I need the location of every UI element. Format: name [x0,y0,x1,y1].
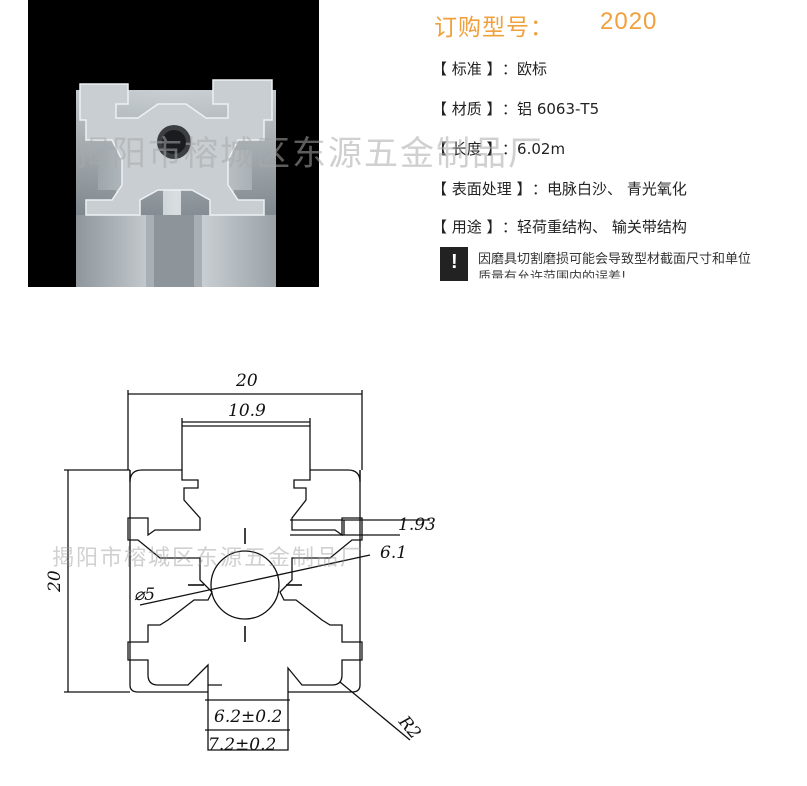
dim-radius: R2 [394,712,425,744]
product-photo [28,0,319,287]
dim-lip: 1.93 [398,515,436,535]
dim-bore: ⌀5 [134,585,155,605]
spec-row-length: 【 长度 】 ：6.02m [432,138,565,159]
note-line-2: 质量有允许范围内的误差! [478,270,627,285]
profile-cross-section: 20 10.9 20 1.93 6.1 ⌀5 6.2±0.2 7.2±0.2 R… [45,371,436,755]
spec-row-usage: 【 用途 】 ：轻荷重结构、 输关带结构 [432,216,687,237]
spec-label: 【 用途 】 [432,218,495,236]
cross-section-drawing: 20 10.9 20 1.93 6.1 ⌀5 6.2±0.2 7.2±0.2 R… [0,330,807,782]
spec-title: 订购型号： 2020 [434,8,656,42]
dim-slot-width: 10.9 [228,401,266,421]
spec-row-material: 【 材质 】 ：铝 6063-T5 [432,98,599,119]
tolerance-note: ! 因磨具切割磨损可能会导致型材截面尺寸和单位 质量有允许范围内的误差! [434,244,804,284]
dim-groove-inner: 6.2±0.2 [214,707,282,727]
spec-value: ：6.02m [502,140,566,158]
spec-label: 【 材质 】 [432,100,495,118]
spec-value: ：轻荷重结构、 输关带结构 [502,218,687,236]
spec-value: ：铝 6063-T5 [502,100,600,118]
spec-value: ：欧标 [502,60,548,78]
spec-row-standard: 【 标准 】 ：欧标 [432,58,547,79]
dim-overall-height: 20 [45,570,65,593]
spec-label: 【 长度 】 [432,140,495,158]
warning-icon: ! [440,247,468,281]
watermark-bottom: 揭阳市榕城区东源五金制品厂 [52,546,365,571]
dim-groove-outer: 7.2±0.2 [208,735,276,755]
watermark-top: 揭阳市榕城区东源五金制品厂 [76,134,544,174]
spec-title-label: 订购型号： [434,15,554,41]
spec-label: 【 标准 】 [432,60,495,78]
note-line-1: 因磨具切割磨损可能会导致型材截面尺寸和单位 [478,252,752,267]
dim-overall-width: 20 [235,371,258,391]
dim-depth: 6.1 [380,543,407,563]
spec-row-surface: 【 表面处理 】 ：电脉白沙、 青光氧化 [432,178,687,199]
spec-label: 【 表面处理 】 [432,180,525,198]
spec-panel: 订购型号： 2020 【 标准 】 ：欧标 【 材质 】 ：铝 6063-T5 【 … [428,0,807,290]
model-number: 2020 [600,8,658,35]
spec-value: ：电脉白沙、 青光氧化 [532,180,687,198]
aluminum-profile-image [28,0,319,287]
